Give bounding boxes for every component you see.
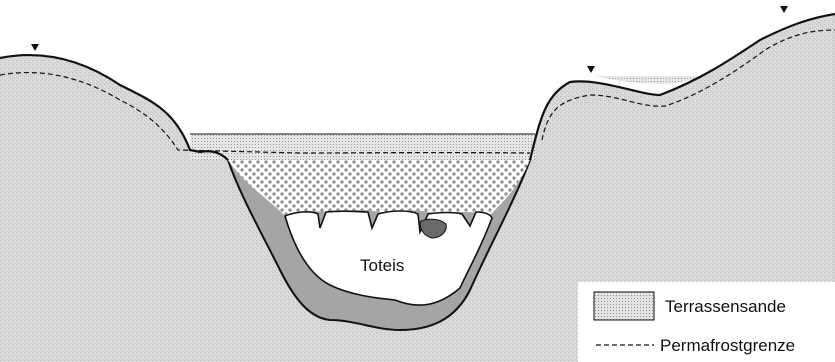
- water-table-marker-3: [780, 6, 788, 13]
- water-table-marker-2: [587, 66, 595, 73]
- legend-terrace-sand-label: Terrassensande: [665, 297, 786, 316]
- water-table-marker-1: [31, 44, 39, 51]
- top-terrace-sand-sheet: [190, 134, 535, 160]
- right-surface-sand-patch: [596, 76, 700, 84]
- dead-ice-label: Toteis: [360, 256, 404, 275]
- legend: Terrassensande Permafrostgrenze: [578, 282, 835, 362]
- legend-sand-swatch: [594, 292, 654, 320]
- legend-permafrost-label: Permafrostgrenze: [660, 336, 795, 355]
